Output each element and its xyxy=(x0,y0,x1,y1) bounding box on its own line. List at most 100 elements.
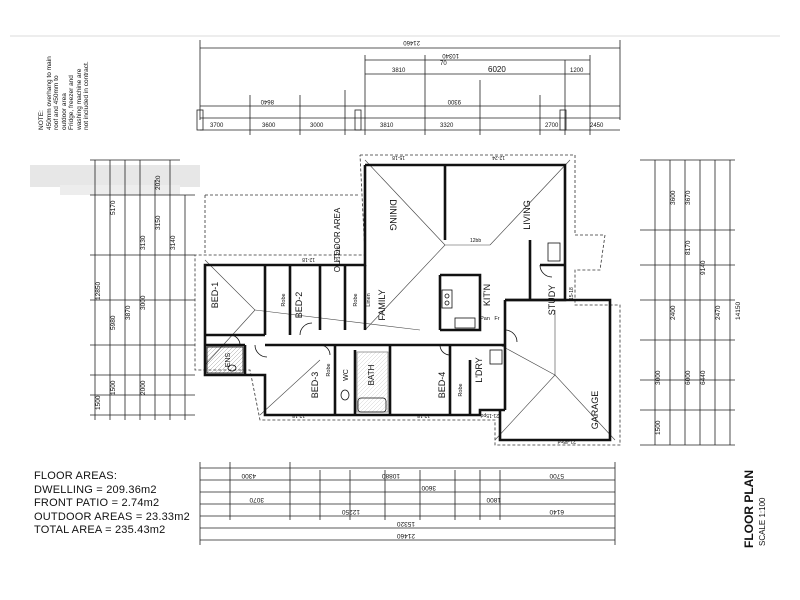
right-dimension-lines xyxy=(640,159,735,446)
note-line: 450mm overhang to main xyxy=(45,56,53,130)
door-swing-icon xyxy=(504,329,518,343)
dim-right-d3: 3600 xyxy=(670,190,677,205)
dim-top-sub7: 70 xyxy=(440,61,447,67)
room-dim-family: 12-18 xyxy=(302,256,315,262)
room-bath: BATH xyxy=(367,364,376,385)
drawing-scale: SCALE 1:100 xyxy=(758,497,767,546)
room-dim-garage: 21-48pd xyxy=(557,438,576,444)
dim-bottom-overall: 21460 xyxy=(397,532,415,539)
door-swing-icon xyxy=(229,334,241,346)
dim-bottom-d1: 15320 xyxy=(397,520,415,527)
room-dim-outdoor: 21-21d xyxy=(336,246,342,262)
room-family: FAMILY xyxy=(377,289,387,320)
scan-noise xyxy=(10,35,780,195)
door-swing-icon xyxy=(254,344,268,358)
room-dimension-labels: 15-18 12-24 21-21d 12-18 12-18 12-18 21-… xyxy=(292,154,576,444)
hob-burner-icon xyxy=(444,293,450,299)
room-bed1: BED-1 xyxy=(210,282,220,309)
dim-right-overall: 14150 xyxy=(735,302,742,320)
drawing-title: FLOOR PLAN xyxy=(742,470,756,548)
dim-left-d5: 5980 xyxy=(110,315,117,330)
dim-top-row-4: 3320 xyxy=(440,123,454,129)
dim-left-d7: 3000 xyxy=(140,295,147,310)
room-dining: DINING xyxy=(388,199,398,231)
floor-areas-heading: FLOOR AREAS: xyxy=(34,470,118,482)
dim-top-sub2: 3810 xyxy=(392,68,406,74)
label-pantry: Pan xyxy=(480,316,490,322)
label-robe-bed3: Robe xyxy=(326,363,332,376)
title-block: FLOOR PLAN SCALE 1:100 xyxy=(718,470,768,550)
dim-left-d8: 3140 xyxy=(170,235,177,250)
dim-bottom-d4: 6140 xyxy=(549,508,564,515)
room-dim-bed4: 12-18 xyxy=(417,412,430,418)
dim-bottom-d8: 3070 xyxy=(249,496,264,503)
right-dimension-labels: 14150 9140 8170 3600 3670 6000 6440 2400… xyxy=(655,190,742,435)
top-dimension-lines xyxy=(196,40,621,135)
hob-burner-icon xyxy=(444,300,450,306)
bottom-dimension-labels: 21460 15320 12250 10880 6140 5700 4300 3… xyxy=(241,472,564,539)
dim-left-d6: 3870 xyxy=(125,305,132,320)
room-wc: WC xyxy=(343,369,350,381)
wet-areas xyxy=(206,346,389,413)
dim-top-row-5: 2700 xyxy=(545,123,559,129)
dim-top-row-6: 2450 xyxy=(590,123,604,129)
note-line: outdoor area xyxy=(60,93,68,130)
dim-bottom-d5: 5700 xyxy=(549,472,564,479)
dim-right-d9: 3000 xyxy=(655,370,662,385)
small-labels: Robe Robe Linen Robe Robe Pan Fr xyxy=(281,293,500,396)
room-bed4: BED-4 xyxy=(437,372,447,399)
dim-bottom-d7: 3600 xyxy=(421,484,436,491)
bathtub-icon xyxy=(357,397,387,413)
dim-top-row-3: 3810 xyxy=(380,123,394,129)
dim-top-sub3: 6020 xyxy=(488,65,506,74)
room-kitchen: KIT'N xyxy=(482,284,492,306)
dim-top-sub1: 10340 xyxy=(442,52,459,58)
room-ens: ENS xyxy=(225,352,232,367)
dim-right-d4: 3670 xyxy=(685,190,692,205)
dim-top-row-2: 3000 xyxy=(310,123,324,129)
note-line: roof and 450mm to xyxy=(53,75,60,130)
roof-hip-lines xyxy=(204,159,616,441)
dim-right-d1: 9140 xyxy=(700,260,707,275)
room-bed2: BED-2 xyxy=(294,292,304,319)
room-study: STUDY xyxy=(547,285,557,316)
dim-left-d2: 2020 xyxy=(155,175,162,190)
dim-right-d8: 2470 xyxy=(715,305,722,320)
dim-right-d5: 6000 xyxy=(685,370,692,385)
walls xyxy=(203,163,612,442)
contract-note: NOTE: 450mm overhang to main roof and 45… xyxy=(38,56,91,130)
laundry-tub-icon xyxy=(489,349,503,365)
dim-right-d2: 8170 xyxy=(685,240,692,255)
door-swing-icon xyxy=(299,322,313,336)
dim-left-d11: 1500 xyxy=(95,395,102,410)
fixtures xyxy=(227,242,561,413)
dim-left-d4: 3130 xyxy=(140,235,147,250)
door-swing-icon xyxy=(319,344,331,356)
left-dimension-labels: 12850 5170 2020 3150 3130 5980 3870 3000… xyxy=(95,175,177,410)
dim-left-d1: 5170 xyxy=(110,200,117,215)
fireplace-icon xyxy=(547,242,561,262)
floor-area-outdoor: OUTDOOR AREAS = 23.33m2 xyxy=(34,510,190,523)
floor-areas-block: FLOOR AREAS: DWELLING = 209.36m2 FRONT P… xyxy=(34,470,190,538)
floor-area-dwelling: DWELLING = 209.36m2 xyxy=(34,483,157,496)
room-laundry: L'DRY xyxy=(474,357,484,383)
room-dim-study: 15-18 xyxy=(569,287,575,300)
room-outdoor-area: OUTDOOR AREA xyxy=(333,207,342,272)
room-bed3: BED-3 xyxy=(310,372,320,399)
dim-left-d3: 3150 xyxy=(155,215,162,230)
label-robe-bed4: Robe xyxy=(458,383,464,396)
dim-right-d10: 1500 xyxy=(655,420,662,435)
dim-left-d10: 2000 xyxy=(140,380,147,395)
floor-area-front-patio: FRONT PATIO = 2.74m2 xyxy=(34,497,160,509)
floor-area-total: TOTAL AREA = 235.43m2 xyxy=(34,524,166,536)
door-swing-icon xyxy=(439,344,451,356)
note-line: NOTE: xyxy=(38,110,45,130)
label-robe-bed2: Robe xyxy=(281,293,287,306)
dim-top-row-0: 3700 xyxy=(210,123,224,129)
stove-icon xyxy=(441,289,453,309)
dim-bottom-d9: 1800 xyxy=(486,496,501,503)
dim-top-sub6: 9300 xyxy=(447,98,461,104)
dim-right-d6: 6440 xyxy=(700,370,707,385)
label-linen: Linen xyxy=(366,293,372,306)
dim-right-d7: 2400 xyxy=(670,305,677,320)
